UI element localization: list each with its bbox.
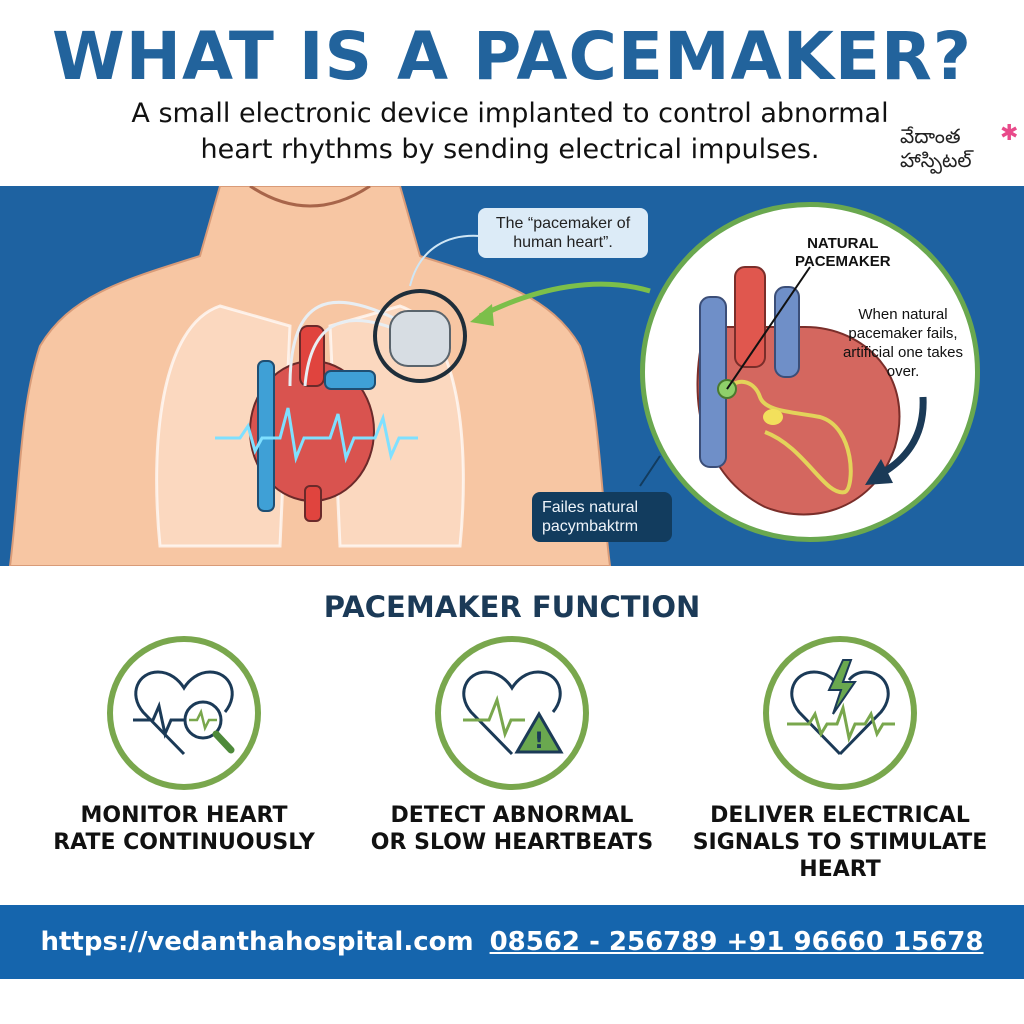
logo-line-2: హాస్పిటల్: [900, 148, 972, 172]
function-label-line-2: SIGNALS TO STIMULATE: [692, 830, 988, 855]
heart-magnifier-icon: [107, 636, 261, 790]
function-item-detect: ! DETECT ABNORMAL OR SLOW HEARTBEATS: [352, 636, 672, 856]
page-subtitle: A small electronic device implanted to c…: [60, 96, 960, 168]
heart-warning-icon: !: [435, 636, 589, 790]
natural-pacemaker-detail: NATURAL PACEMAKER When natural pacemaker…: [640, 202, 980, 542]
function-label-line-1: DETECT ABNORMAL: [390, 803, 634, 828]
function-label-line-3: HEART: [799, 857, 881, 882]
contact-footer: https://vedanthahospital.com 08562 - 256…: [0, 905, 1024, 979]
function-label-line-2: OR SLOW HEARTBEATS: [370, 830, 654, 855]
subtitle-line-2: heart rhythms by sending electrical impu…: [200, 134, 820, 165]
function-label-line-1: DELIVER ELECTRICAL: [710, 803, 970, 828]
function-label-line-2: RATE CONTINUOUSLY: [53, 830, 315, 855]
page-title: WHAT IS A PACEMAKER?: [51, 18, 973, 95]
pacemaker-callout: The “pacemaker of human heart”.: [478, 208, 648, 258]
heart-lightning-icon: [763, 636, 917, 790]
subtitle-line-1: A small electronic device implanted to c…: [131, 98, 889, 129]
function-label: DELIVER ELECTRICAL SIGNALS TO STIMULATE …: [680, 802, 1000, 883]
functions-title: PACEMAKER FUNCTION: [323, 590, 701, 624]
heart-anatomy-illustration: [696, 266, 927, 516]
function-item-monitor: MONITOR HEART RATE CONTINUOUSLY: [24, 636, 344, 856]
function-label: DETECT ABNORMAL OR SLOW HEARTBEATS: [352, 802, 672, 856]
natural-pacemaker-label-line-2: PACEMAKER: [795, 253, 891, 270]
function-label-line-1: MONITOR HEART: [80, 803, 288, 828]
chest-illustration: [8, 186, 661, 566]
svg-text:!: !: [534, 729, 544, 754]
hero-illustration: The “pacemaker of human heart”. NATURAL …: [0, 186, 1024, 566]
natural-pacemaker-label: NATURAL PACEMAKER: [795, 235, 891, 271]
function-item-deliver: DELIVER ELECTRICAL SIGNALS TO STIMULATE …: [680, 636, 1000, 883]
hospital-logo: వేదాంత హాస్పిటల్ ✱: [900, 121, 1020, 173]
function-label: MONITOR HEART RATE CONTINUOUSLY: [24, 802, 344, 856]
phone-numbers-link[interactable]: 08562 - 256789 +91 96660 15678: [489, 927, 984, 957]
logo-line-1: వేదాంత: [900, 124, 961, 148]
website-link[interactable]: https://vedanthahospital.com: [40, 927, 474, 957]
failed-pacemaker-callout: Failes natural pacymbaktrm: [532, 492, 672, 542]
takeover-note: When natural pacemaker fails, artificial…: [842, 306, 964, 380]
natural-pacemaker-label-line-1: NATURAL: [807, 235, 879, 252]
asterisk-flower-icon: ✱: [1000, 121, 1019, 146]
